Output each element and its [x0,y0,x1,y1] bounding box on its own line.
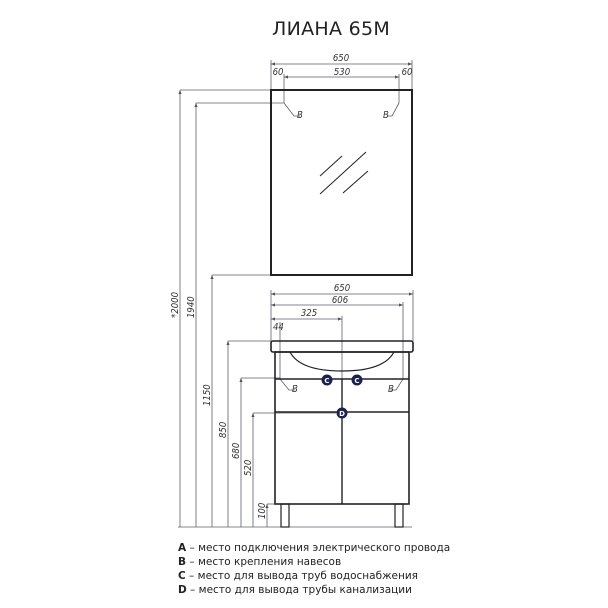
legend-item-a: A – место подключения электрического про… [178,542,451,554]
legend-item-c: C – место для вывода труб водоснабжения [178,570,419,582]
dim-height-mount: 680 [231,442,242,459]
furniture-outline [270,89,414,528]
dim-mirror-width: 650 [333,53,350,64]
marker-c [351,374,363,386]
label-b: B [388,384,394,395]
leg [394,503,404,528]
label-b: B [297,110,303,121]
dim-mirror-right: 60 [402,67,413,78]
label-b: B [383,110,389,121]
label-b: B [292,384,298,395]
dim-mirror-left: 60 [273,67,284,78]
dim-mirror-inner: 530 [334,67,351,78]
dim-cabinet-center: 325 [301,308,317,319]
marker-c-label: C [324,377,329,385]
legend: A – место подключения электрического про… [178,541,450,597]
dim-height-countertop: 850 [218,421,229,438]
basin [289,351,395,372]
marker-d [336,407,348,419]
dim-height-mirror-mount: 1940 [186,296,197,318]
dim-cabinet-inner: 606 [332,295,349,306]
dim-height-total: *2000 [170,291,181,318]
leg [280,503,290,528]
product-title: ЛИАНА 65М [272,18,391,40]
legend-item-b: B – место крепления навесов [178,556,342,568]
mirror [270,89,413,276]
dimension-lines [178,60,414,528]
dim-height-mirror-bottom: 1150 [202,384,213,406]
markers: C C D [321,374,363,419]
dim-height-drain: 520 [243,459,254,476]
dim-cabinet-edge: 44 [273,322,284,333]
marker-c [321,374,333,386]
marker-c-label: C [354,377,359,385]
marker-d-label: D [339,410,345,418]
dim-height-legs: 100 [257,502,268,519]
dim-cabinet-width: 650 [334,283,351,294]
mirror-glare-icon [319,151,369,195]
legend-item-d: D – место для вывода трубы канализации [178,584,412,596]
